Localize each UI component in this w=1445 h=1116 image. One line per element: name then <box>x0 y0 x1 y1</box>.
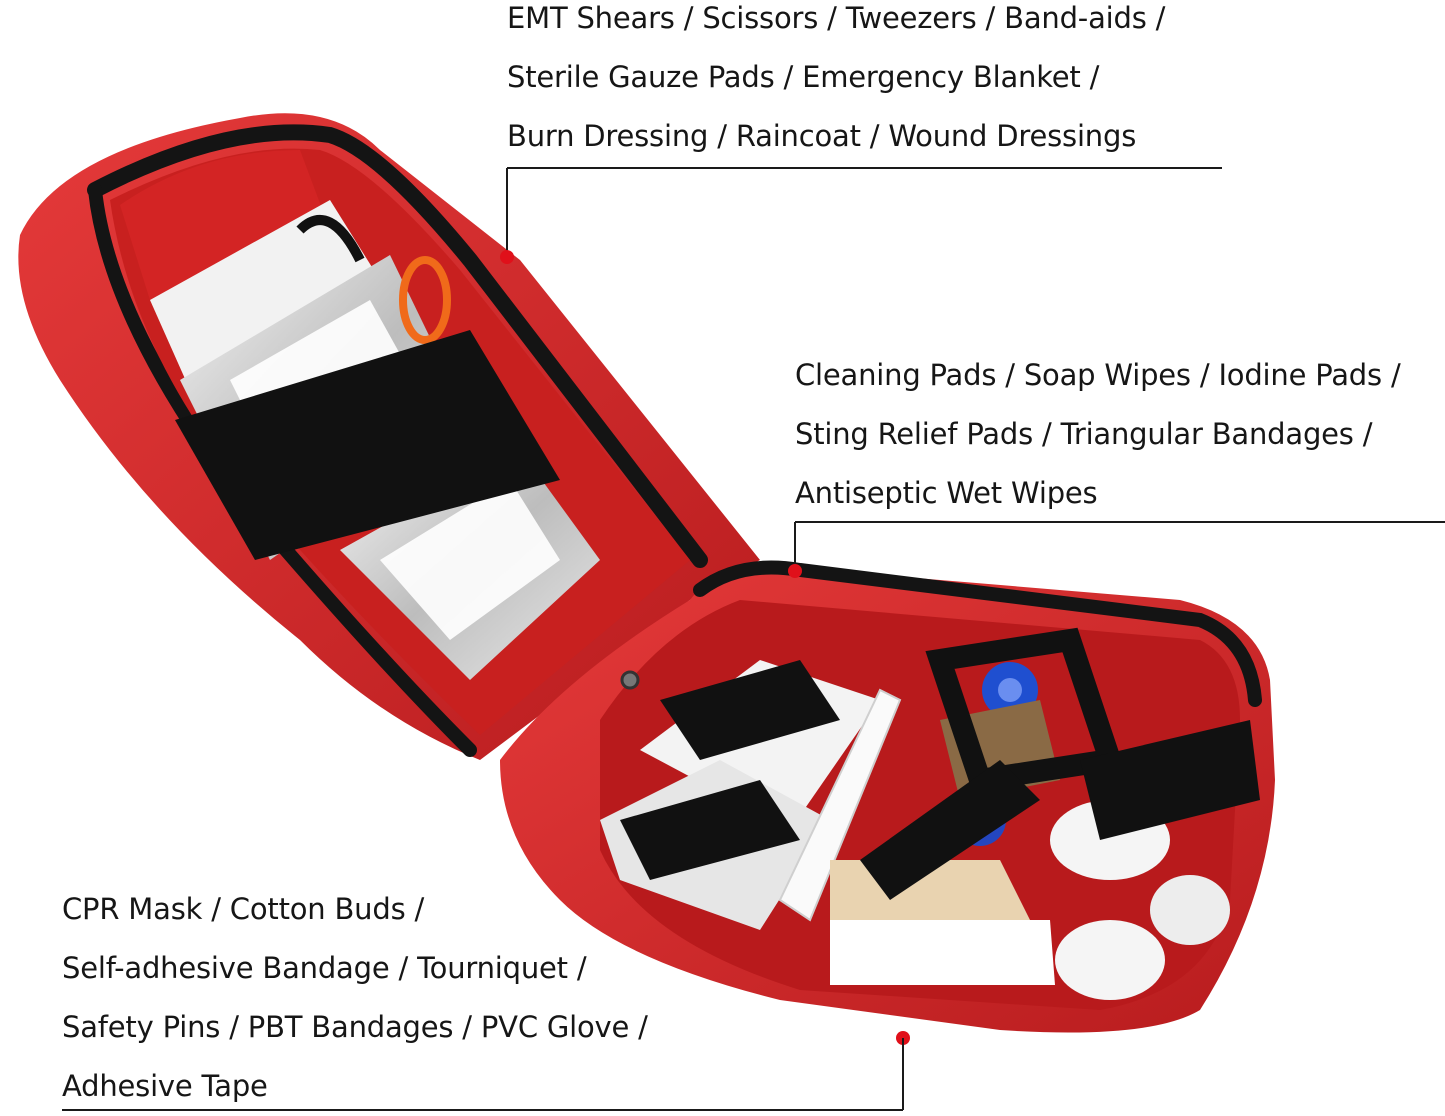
bag-lid-half <box>18 113 761 760</box>
top-callout-pointer <box>500 167 1222 264</box>
middle-callout-pointer <box>788 521 1445 578</box>
bottom-callout-line-3: Safety Pins / PBT Bandages / PVC Glove / <box>62 1010 648 1044</box>
bottom-callout-line-2: Self-adhesive Bandage / Tourniquet / <box>62 951 587 985</box>
bottom-callout-line-1: CPR Mask / Cotton Buds / <box>62 892 425 926</box>
top-callout-line-3: Burn Dressing / Raincoat / Wound Dressin… <box>507 119 1137 153</box>
middle-callout-line-1: Cleaning Pads / Soap Wipes / Iodine Pads… <box>795 358 1401 392</box>
middle-callout-line-3: Antiseptic Wet Wipes <box>795 476 1098 510</box>
bottom-callout-pointer <box>62 1031 910 1111</box>
bag-base-half <box>500 560 1275 1033</box>
top-callout-line-2: Sterile Gauze Pads / Emergency Blanket / <box>507 60 1100 94</box>
middle-callout-line-2: Sting Relief Pads / Triangular Bandages … <box>795 417 1373 451</box>
bottom-callout-line-4: Adhesive Tape <box>62 1069 268 1103</box>
top-callout-line-1: EMT Shears / Scissors / Tweezers / Band-… <box>507 1 1166 35</box>
